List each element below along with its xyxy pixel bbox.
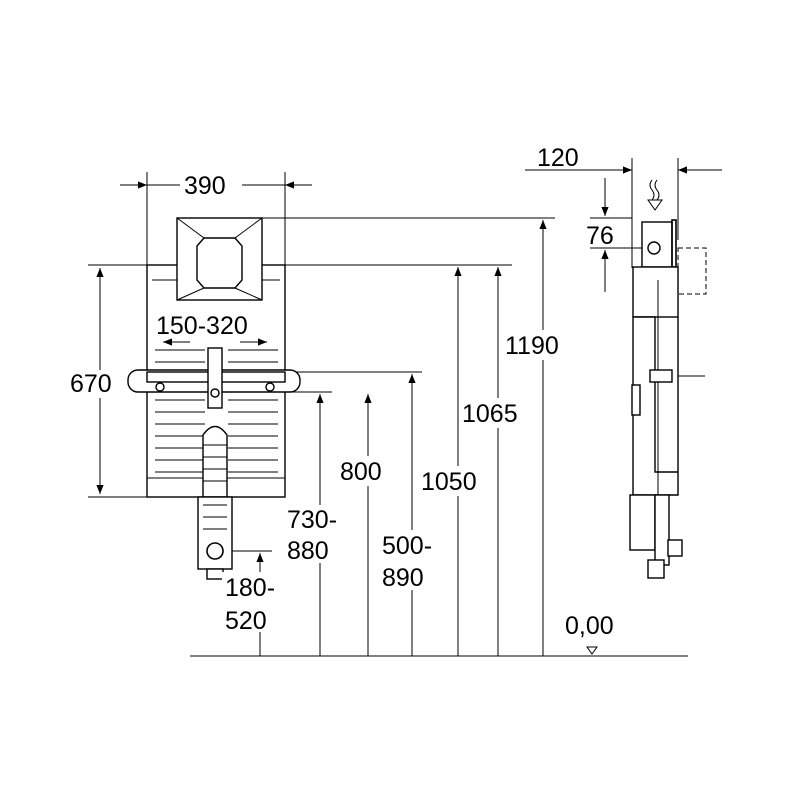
dim-label-890: 890 — [382, 564, 424, 592]
dim-label-880: 880 — [287, 537, 329, 565]
dim-label-120: 120 — [537, 144, 579, 172]
dim-label-1050: 1050 — [421, 468, 477, 496]
dim-label-800: 800 — [340, 458, 382, 486]
dim-label-500: 500- — [382, 532, 432, 560]
dim-label-180: 180- — [225, 574, 275, 602]
dim-label-76: 76 — [586, 222, 614, 250]
dim-label-670: 670 — [70, 370, 112, 398]
frame-side-view — [629, 158, 707, 579]
dim-label-150-320: 150-320 — [156, 312, 248, 340]
dim-label-1065: 1065 — [462, 400, 518, 428]
floor-level-label: 0,00 — [565, 612, 614, 640]
frame-front-view — [127, 217, 301, 580]
dim-label-520: 520 — [225, 607, 267, 635]
dim-label-1190: 1190 — [505, 332, 559, 360]
dim-label-730: 730- — [287, 506, 337, 534]
floor-level-marker-icon — [586, 646, 598, 655]
dim-label-390: 390 — [184, 172, 226, 200]
